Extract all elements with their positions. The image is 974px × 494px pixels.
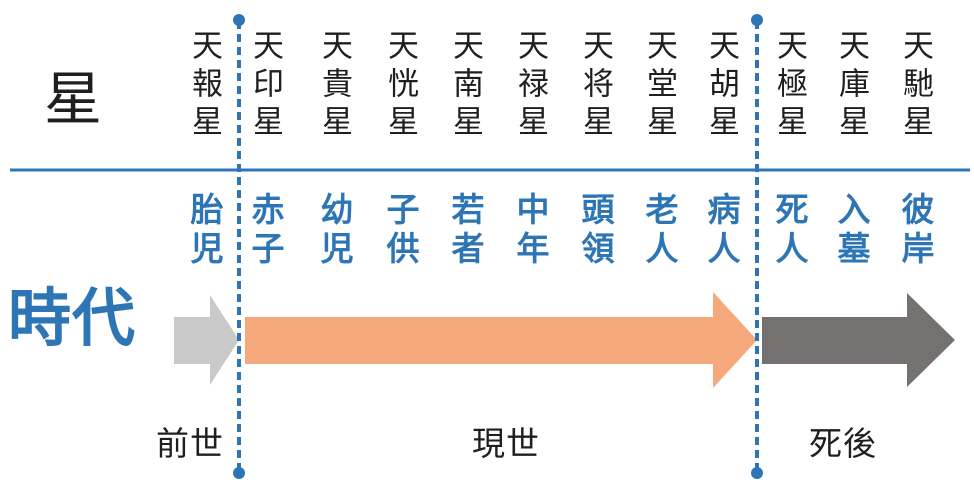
phase-label-afterlife: 死後 [809,425,877,462]
star-name-tenko3: 天庫星 [834,29,869,143]
life-stage-baby: 赤子 [247,192,284,270]
life-stage-youth: 若者 [447,192,484,270]
life-stage-dead: 死人 [771,192,808,270]
star-name-tennan: 天南星 [448,29,483,143]
star-name-tensho: 天将星 [578,29,613,143]
star-name-tenpo: 天報星 [187,29,222,143]
phase-label-past-life: 前世 [156,425,224,462]
star-row-label: 星 [44,67,103,132]
star-name-tenki: 天貴星 [317,29,352,143]
star-name-tenkyoku: 天極星 [772,29,807,143]
life-stage-middle-age: 中年 [512,192,549,270]
star-name-tendo: 天堂星 [642,29,677,143]
star-name-tenin: 天印星 [248,29,283,143]
life-stage-fetus: 胎児 [186,192,223,270]
death-boundary-bottom-dot [751,467,763,479]
life-stage-sick: 病人 [703,192,740,270]
star-name-tenchi: 天馳星 [898,29,933,143]
life-stage-beyond: 彼岸 [897,192,934,270]
life-stage-entombed: 入墓 [833,192,870,270]
phase-label-present-world: 現世 [472,425,540,462]
life-stage-leader: 頭領 [577,192,614,270]
life-stage-child: 子供 [382,192,419,270]
era-row-label: 時代 [8,284,136,354]
birth-boundary-top-dot [233,14,245,26]
life-stage-toddler: 幼児 [316,192,353,270]
star-name-tenko: 天恍星 [383,29,418,143]
afterlife-arrow [762,293,955,387]
birth-boundary-bottom-dot [233,467,245,479]
star-name-tenroku: 天禄星 [513,29,548,143]
death-boundary-top-dot [751,14,763,26]
present-world-arrow [245,292,757,388]
past-life-arrow [174,295,239,385]
life-stage-elder: 老人 [641,192,678,270]
star-name-tenko2: 天胡星 [704,29,739,143]
